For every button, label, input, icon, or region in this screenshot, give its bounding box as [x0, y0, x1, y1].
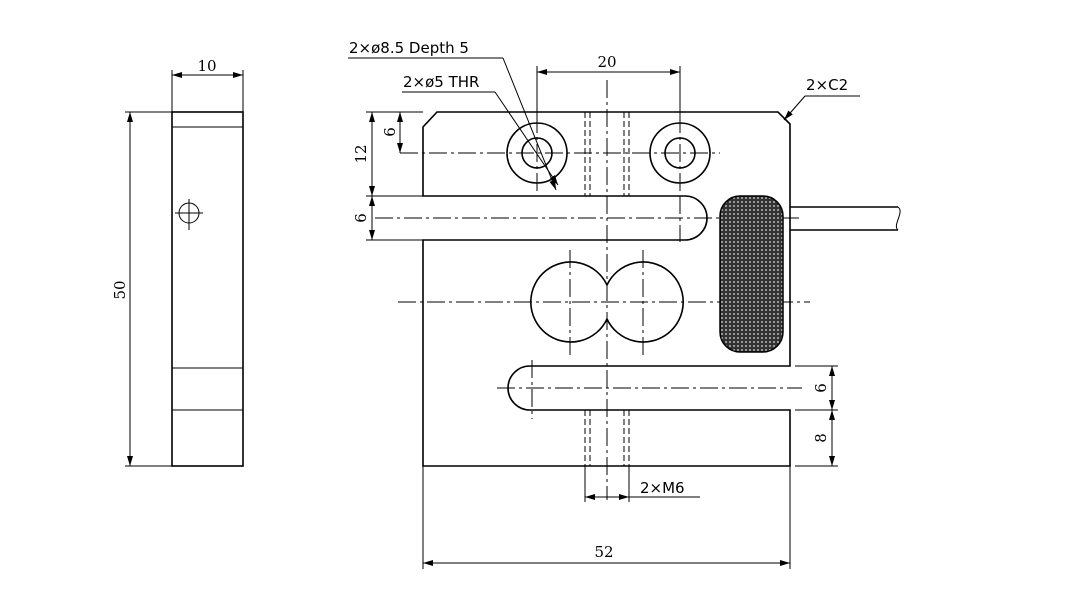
dim-upper-slot: 6	[352, 196, 423, 241]
counterbore-hole-left	[506, 122, 568, 184]
dim-label: 12	[352, 144, 370, 163]
binocular-hole	[529, 261, 685, 343]
front-view-outline	[422, 111, 791, 467]
note-text: 2×C2	[806, 76, 848, 94]
dim-label: 2×M6	[640, 479, 685, 497]
dim-label: 20	[597, 53, 616, 71]
side-view-outline	[171, 111, 244, 467]
dim-label: 10	[197, 57, 216, 75]
counterbore-hole-right	[649, 122, 711, 184]
side-hole	[175, 199, 203, 230]
dim-label: 50	[111, 280, 129, 299]
dim-side-width: 10	[171, 57, 244, 112]
dim-hole-spacing: 20	[536, 53, 681, 120]
hidden-thread-lines	[584, 112, 630, 466]
cable-gland-hatched	[719, 195, 784, 353]
note-text: 2×ø5 THR	[403, 73, 479, 91]
cable	[790, 206, 901, 231]
dim-label: 52	[594, 543, 613, 561]
dim-label: 6	[352, 213, 370, 223]
note-text: 2×ø8.5 Depth 5	[349, 39, 469, 57]
dim-top-bar: 12	[352, 111, 423, 197]
dim-top-hole-offset: 6	[381, 112, 403, 153]
dim-total-width: 52	[422, 466, 791, 569]
side-view: 10 50	[111, 57, 244, 467]
chamfer-note: 2×C2	[783, 76, 860, 121]
dim-bottom-bar: 8	[812, 410, 835, 466]
dim-label: 8	[812, 433, 830, 443]
dim-thread: 2×M6	[584, 466, 700, 502]
through-hole-note: 2×ø5 THR	[402, 73, 559, 186]
dim-side-height: 50	[111, 111, 172, 467]
dim-label: 6	[381, 127, 399, 137]
counterbore-note: 2×ø8.5 Depth 5	[348, 39, 557, 191]
dim-label: 6	[812, 383, 830, 393]
front-view: 2×ø8.5 Depth 5 2×ø5 THR 2×C2 20 12	[348, 39, 901, 569]
